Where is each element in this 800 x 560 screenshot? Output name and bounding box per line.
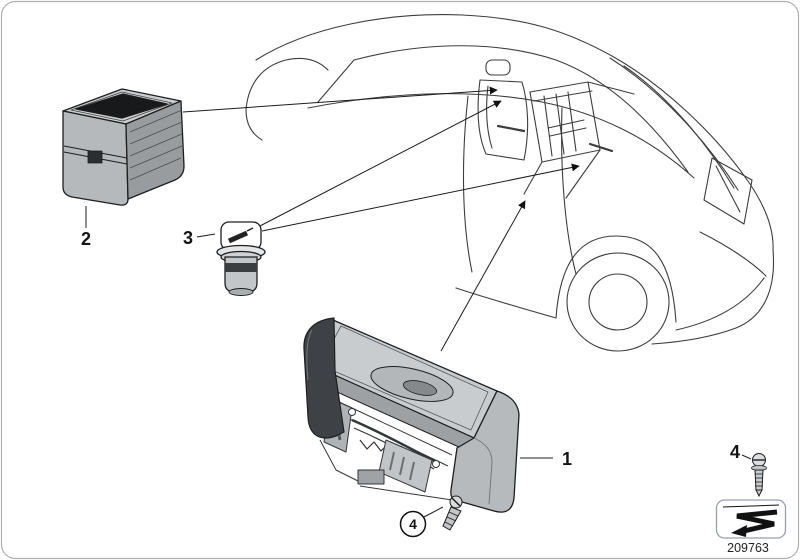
lighter-symbol-icon <box>227 230 249 244</box>
taillight <box>703 157 753 225</box>
interior-console-sketch <box>477 59 635 199</box>
direction-arrow-icon <box>722 504 780 537</box>
legend-label-4[interactable]: 4 <box>730 442 740 462</box>
label-line-3 <box>196 233 216 238</box>
lighter-socket-drawing <box>216 221 266 296</box>
rear-wheel <box>566 252 670 352</box>
leader-lighter-a <box>257 100 502 228</box>
part-number: 209763 <box>727 541 769 555</box>
callout-label-1[interactable]: 1 <box>562 449 572 469</box>
leader-lighter-b <box>261 163 580 232</box>
callout-label-3[interactable]: 3 <box>183 228 193 248</box>
leader-armrest <box>440 200 526 352</box>
armrest-console-drawing <box>303 317 520 513</box>
callout-label-4[interactable]: 4 <box>409 516 417 532</box>
callout-leader-lines <box>182 86 580 352</box>
ashtray-drawing <box>62 88 185 206</box>
callout-circle-4[interactable] <box>399 510 427 538</box>
car-outline-drawing <box>245 14 775 352</box>
screw-drawing <box>442 495 463 531</box>
ashtray-opening <box>75 93 168 119</box>
legend-screw-icon <box>751 453 767 498</box>
label-line-4 <box>423 506 444 518</box>
callout-label-2[interactable]: 2 <box>81 229 91 249</box>
fastener-legend: 4 <box>715 442 787 539</box>
leader-ashtray <box>182 86 498 113</box>
